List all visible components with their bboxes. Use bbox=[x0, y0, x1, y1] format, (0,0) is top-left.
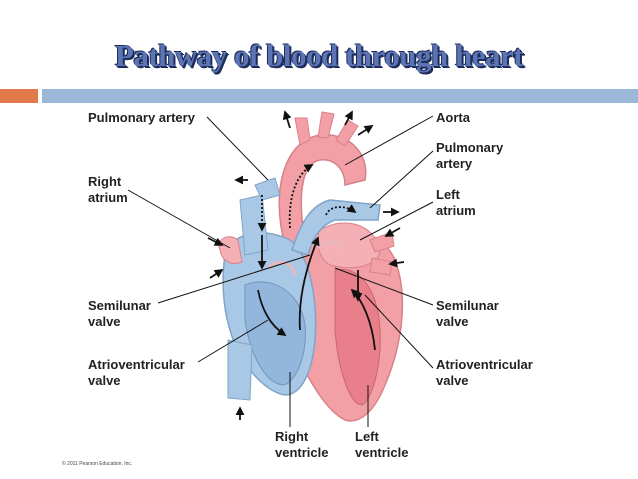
slide-title: Pathway of blood through heart bbox=[114, 38, 524, 73]
left-ventricle-interior bbox=[334, 268, 381, 406]
label-right-ventricle-2: ventricle bbox=[275, 445, 328, 460]
flow-arrows bbox=[207, 110, 405, 420]
accent-bar-blue bbox=[42, 89, 638, 103]
label-semilunar-left-2: valve bbox=[88, 314, 121, 329]
label-right-atrium-2: atrium bbox=[88, 190, 128, 205]
label-left-ventricle-2: ventricle bbox=[355, 445, 408, 460]
accent-bar-orange bbox=[0, 89, 38, 103]
label-semilunar-right-2: valve bbox=[436, 314, 469, 329]
left-atrium bbox=[317, 222, 381, 269]
label-semilunar-right-1: Semilunar bbox=[436, 298, 499, 313]
aorta bbox=[278, 134, 367, 246]
label-right-ventricle-1: Right bbox=[275, 429, 309, 444]
label-pulmonary-artery-left: Pulmonary artery bbox=[88, 110, 196, 125]
label-av-right-2: valve bbox=[436, 373, 469, 388]
label-left-atrium-1: Left bbox=[436, 187, 461, 202]
aorta-branches bbox=[294, 111, 359, 147]
label-pulmonary-artery-right-2: artery bbox=[436, 156, 473, 171]
inferior-vena-cava bbox=[227, 339, 253, 401]
label-aorta: Aorta bbox=[436, 110, 471, 125]
copyright-notice: © 2011 Pearson Education, Inc. bbox=[62, 460, 132, 467]
label-right-atrium-1: Right bbox=[88, 174, 122, 189]
label-left-atrium-2: atrium bbox=[436, 203, 476, 218]
right-atrium bbox=[218, 236, 243, 264]
label-pulmonary-artery-right-1: Pulmonary bbox=[436, 140, 504, 155]
right-ventricle-interior bbox=[244, 281, 306, 386]
label-semilunar-left-1: Semilunar bbox=[88, 298, 151, 313]
label-av-right-1: Atrioventricular bbox=[436, 357, 533, 372]
label-left-ventricle-1: Left bbox=[355, 429, 380, 444]
label-av-left-2: valve bbox=[88, 373, 121, 388]
label-av-left-1: Atrioventricular bbox=[88, 357, 185, 372]
leader-lines bbox=[127, 115, 434, 427]
flow-arrows-dotted bbox=[257, 164, 357, 232]
superior-vena-cava bbox=[239, 194, 269, 256]
pulmonary-artery-left-branch bbox=[254, 177, 281, 201]
